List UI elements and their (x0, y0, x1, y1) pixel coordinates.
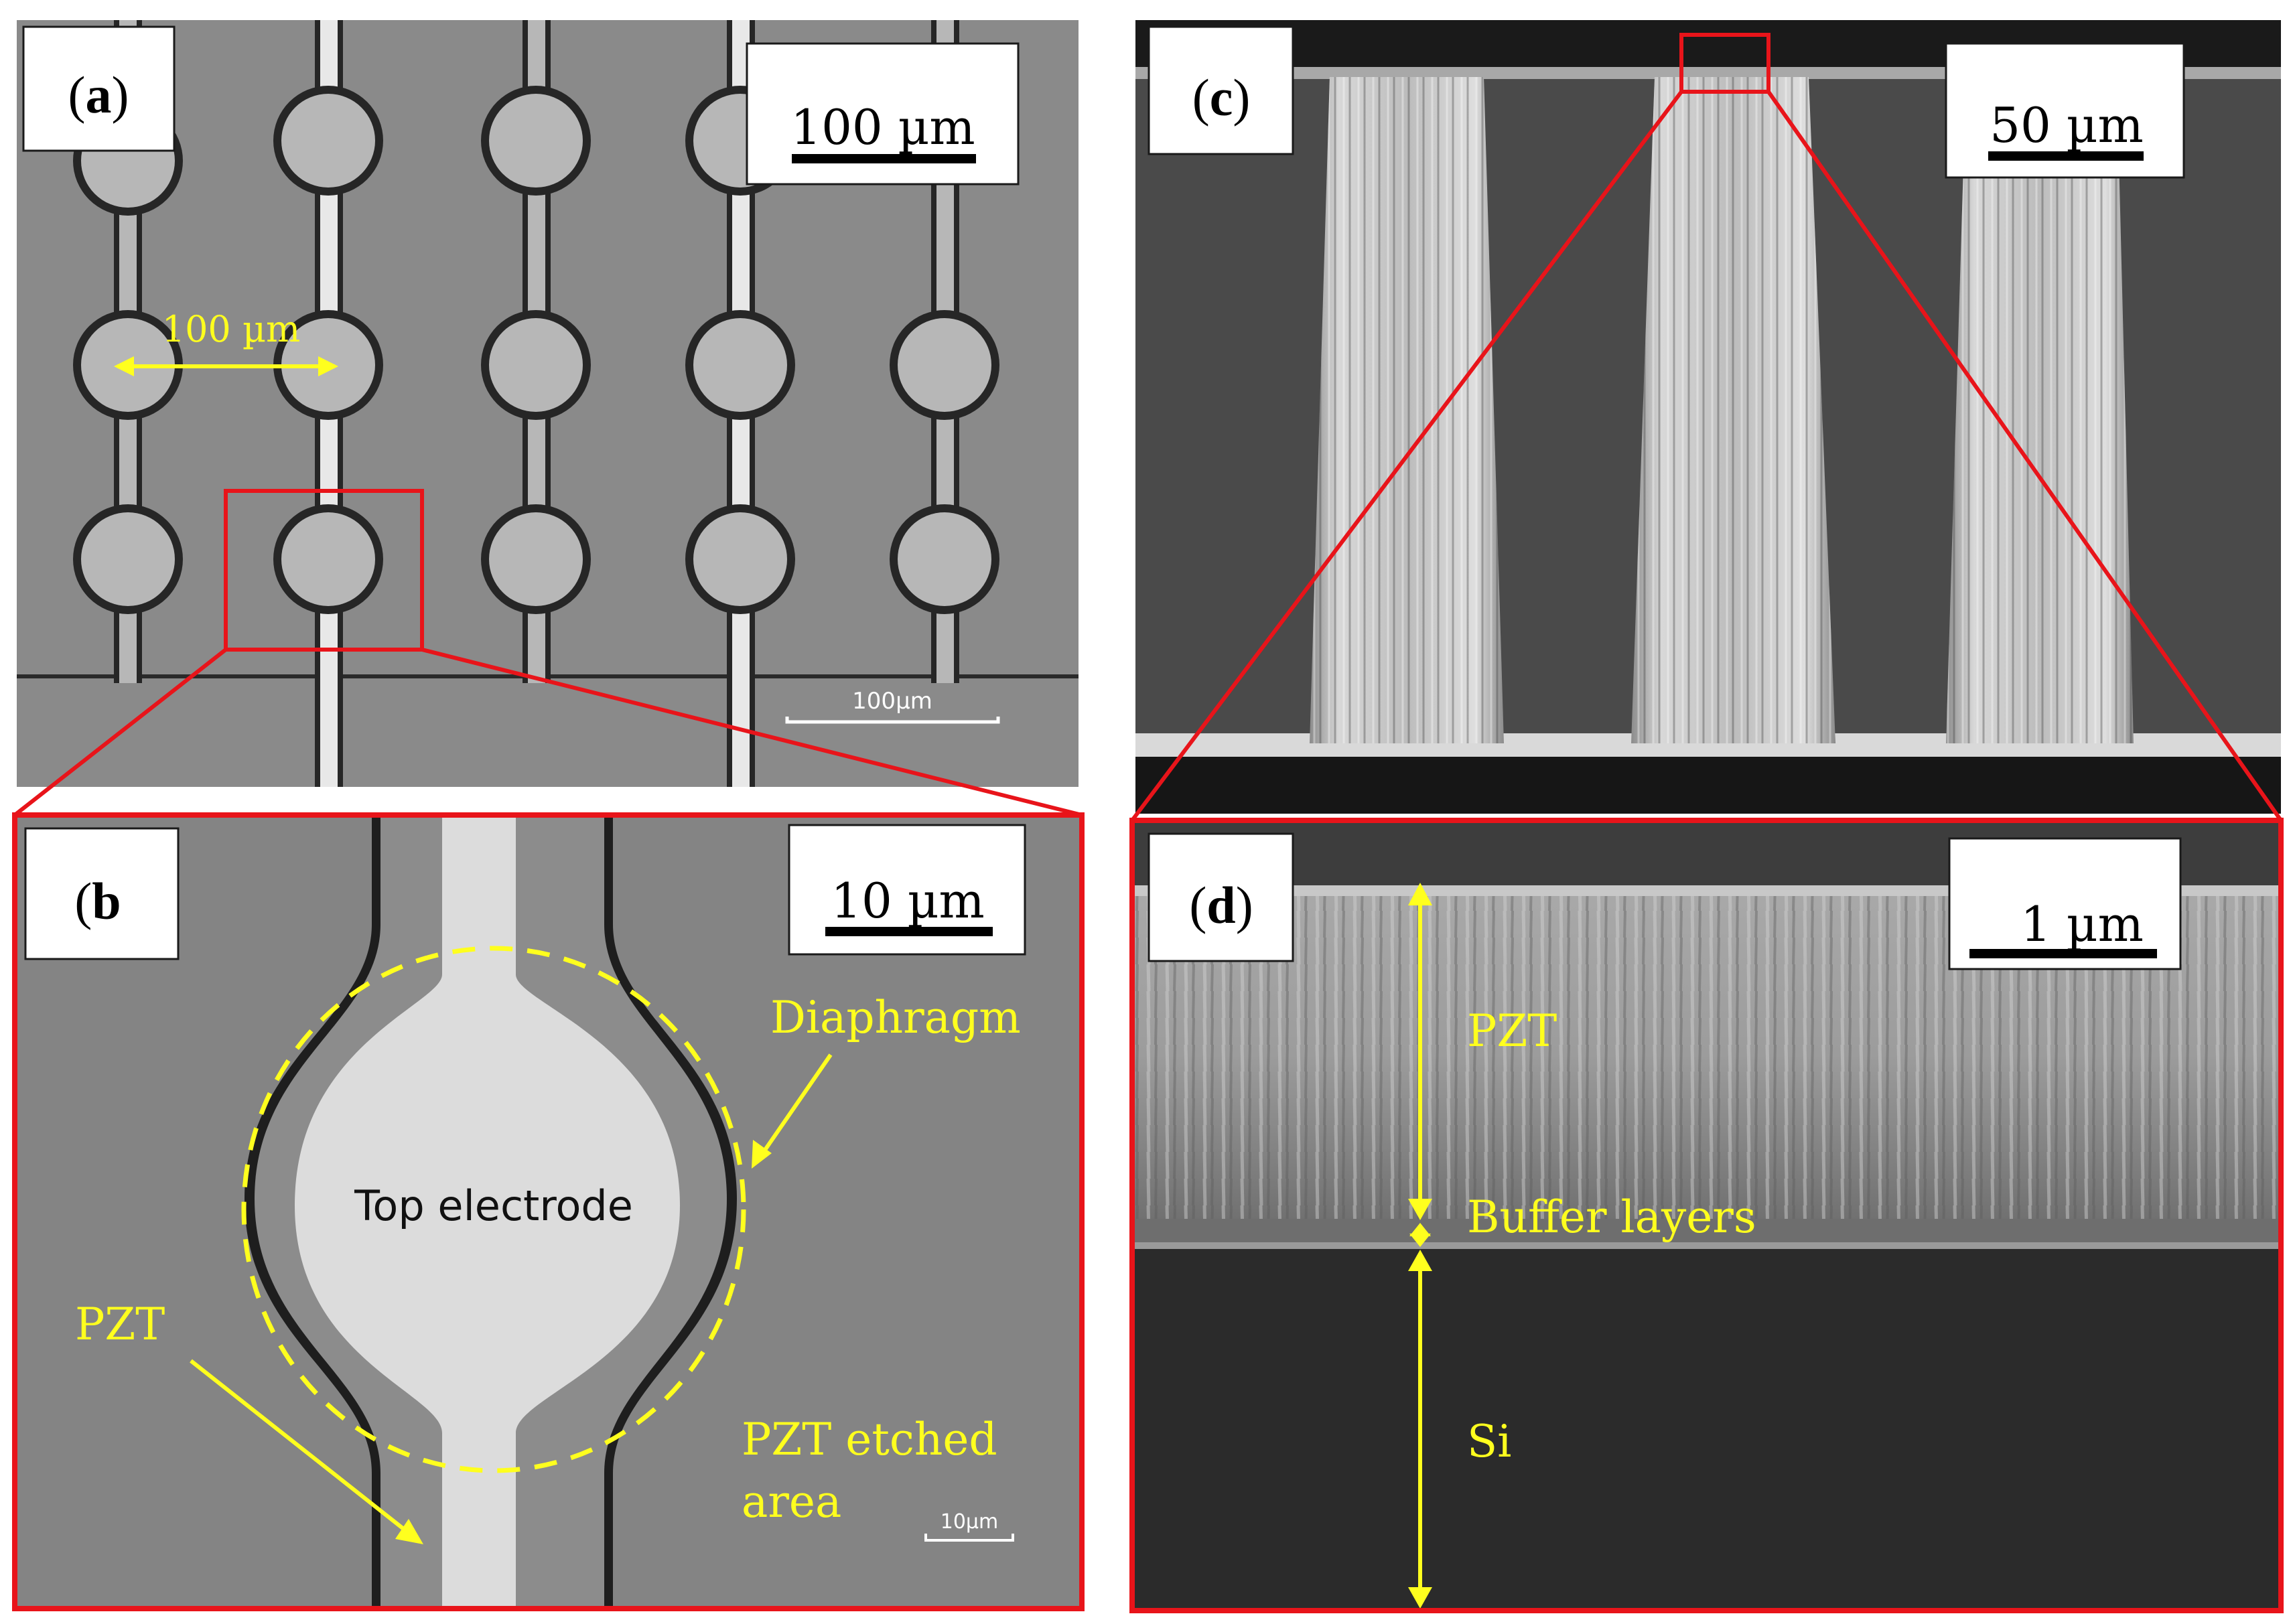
diaphragm-arrow (752, 1053, 833, 1169)
panel-b-scale-text: 10 µm (831, 873, 985, 929)
panel-d-label-close: ) (1236, 876, 1253, 934)
top-electrode (295, 815, 680, 1609)
si-substrate (1132, 1249, 2281, 1611)
panel-c-label: (c) (1148, 25, 1294, 155)
diaphragm-circle (241, 946, 746, 1473)
panel-b-label-open: ( (74, 872, 92, 930)
panel-a-label: (a) (22, 25, 176, 152)
panel-b-scale-box: 10 µm (788, 824, 1026, 956)
buffer-thickness-arrow (1409, 1223, 1431, 1247)
panel-a-label-open: ( (68, 66, 86, 124)
si-text: Si (1467, 1416, 1511, 1467)
svg-text:(c): (c) (1192, 68, 1251, 127)
svg-text:(b: (b (74, 872, 121, 930)
panel-b-label-letter: b (92, 872, 121, 930)
svg-text:(d): (d) (1189, 876, 1253, 934)
panel-a-scale-box: 100 µm (746, 42, 1020, 186)
pillar-3 (1946, 77, 2134, 743)
diaphragm-text: Diaphragm (770, 992, 1021, 1043)
panel-d-label-open: ( (1189, 876, 1206, 934)
panel-d: PZT Buffer layers Si (1132, 820, 2281, 1611)
panel-a-label-close: ) (112, 66, 129, 124)
panel-a-width-annotation: 100 µm (114, 308, 338, 376)
panel-c-scale-box: 50 µm (1945, 42, 2185, 179)
pillar-2 (1631, 77, 1835, 743)
panel-d-label-letter: d (1206, 876, 1235, 934)
panel-a-label-letter: a (86, 66, 112, 124)
pzt-thickness-arrow (1408, 883, 1432, 1220)
panel-c-label-open: ( (1192, 68, 1210, 127)
top-electrode-text: Top electrode (354, 1181, 633, 1230)
pzt-etched-text-line2: area (742, 1476, 841, 1528)
pillar-1 (1310, 77, 1504, 743)
panel-d-scale-bar (1969, 949, 2157, 958)
panel-a-embedded-scale: 100µm (785, 688, 1000, 724)
connector-c-left (1130, 90, 1683, 822)
pzt-text-b: PZT (75, 1299, 165, 1350)
electrode-column-3 (481, 20, 591, 683)
pzt-etched-text-line1: PZT etched (742, 1414, 997, 1465)
panel-b-border (12, 812, 1085, 1611)
panel-d-border (1129, 818, 2284, 1613)
panel-d-scale-box: 1 µm (1948, 837, 2182, 970)
panel-b-label: (b (24, 827, 180, 960)
panel-c-highlight-box (1679, 33, 1770, 94)
panel-b-scale-bar (825, 927, 993, 936)
panel-a-width-text: 100 µm (162, 308, 301, 350)
panel-a-scale-text: 100 µm (790, 99, 975, 155)
panel-c-scale-bar (1988, 151, 2144, 161)
panel-d-label: (d) (1148, 832, 1294, 962)
panel-d-scale-text: 1 µm (2020, 896, 2144, 952)
si-thickness-arrow (1408, 1250, 1432, 1609)
panel-b-embedded-scale-text: 10µm (941, 1510, 998, 1534)
panel-b-embedded-scale: 10µm (924, 1510, 1014, 1542)
connector-a-right (421, 648, 1083, 817)
buffer-text: Buffer layers (1467, 1191, 1756, 1243)
panel-a-scale-bar (792, 154, 976, 163)
pzt-arrow-b (190, 1359, 423, 1544)
panel-c-label-letter: c (1210, 68, 1233, 127)
panel-a-highlight-box (224, 489, 424, 652)
connector-a-left (13, 648, 227, 817)
panel-c-scale-text: 50 µm (1990, 97, 2144, 153)
panel-a-embedded-scale-text: 100µm (852, 688, 932, 715)
zoom-connectors (13, 90, 2283, 822)
connector-c-right (1766, 90, 2283, 822)
pzt-text-d: PZT (1467, 1005, 1557, 1057)
electrode-column-2 (273, 20, 383, 787)
svg-text:(a): (a) (68, 66, 129, 124)
panel-c-label-close: ) (1233, 68, 1250, 127)
panel-b: Top electrode Diaphragm PZT PZT etched a… (15, 815, 1082, 1609)
